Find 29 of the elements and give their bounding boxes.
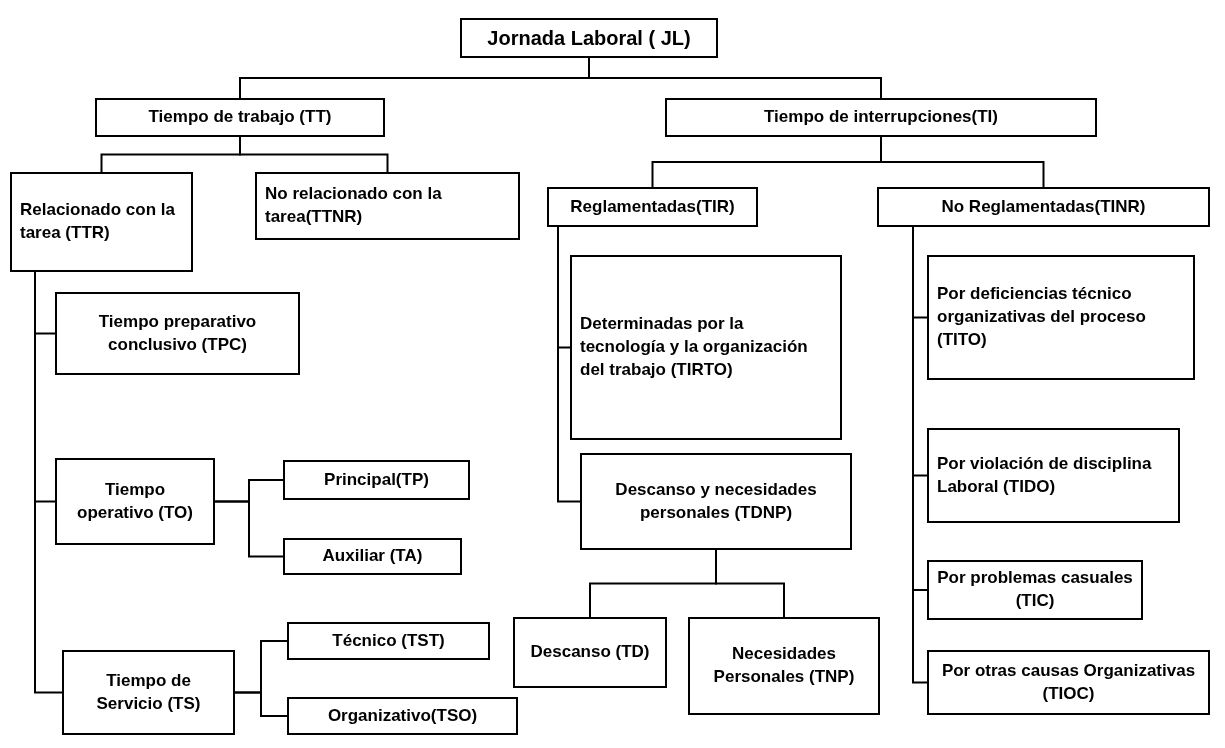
text-box: Determinadas por la tecnología y la organización del trabajo (TIRTO) xyxy=(570,255,842,440)
text-box: Principal(TP) xyxy=(283,460,470,500)
text-box: Jornada Laboral ( JL) xyxy=(460,18,718,58)
text-box: Tiempo preparativo conclusivo (TPC) xyxy=(55,292,300,375)
text-box: Tiempo de trabajo (TT) xyxy=(95,98,385,137)
connector-line xyxy=(234,691,288,717)
text-box: Por deficiencias técnico organizativas del proceso (TITO) xyxy=(927,255,1195,380)
text-box: Descanso (TD) xyxy=(513,617,667,688)
text-box: Necesidades Personales (TNP) xyxy=(688,617,880,715)
text-box: Organizativo(TSO) xyxy=(287,697,518,735)
text-box: Tiempo operativo (TO) xyxy=(55,458,215,545)
connector-line xyxy=(214,500,284,558)
text-box: Reglamentadas(TIR) xyxy=(547,187,758,227)
connector-line xyxy=(715,549,785,618)
connector-line xyxy=(239,136,389,173)
text-box: Tiempo de interrupciones(TI) xyxy=(665,98,1097,137)
text-box: Tiempo de Servicio (TS) xyxy=(62,650,235,735)
connector-line xyxy=(557,226,581,503)
text-box: Descanso y necesidades personales (TDNP) xyxy=(580,453,852,550)
text-box: Por otras causas Organizativas (TIOC) xyxy=(927,650,1210,715)
connector-line xyxy=(588,57,882,99)
text-box: Auxiliar (TA) xyxy=(283,538,462,575)
text-box: No Reglamentadas(TINR) xyxy=(877,187,1210,227)
text-box: Relacionado con la tarea (TTR) xyxy=(10,172,193,272)
text-box: Por violación de disciplina Laboral (TIDO) xyxy=(927,428,1180,523)
text-box: No relacionado con la tarea(TTNR) xyxy=(255,172,520,240)
connector-line xyxy=(880,136,1045,188)
text-box: Técnico (TST) xyxy=(287,622,490,660)
text-box: Por problemas casuales (TIC) xyxy=(927,560,1143,620)
